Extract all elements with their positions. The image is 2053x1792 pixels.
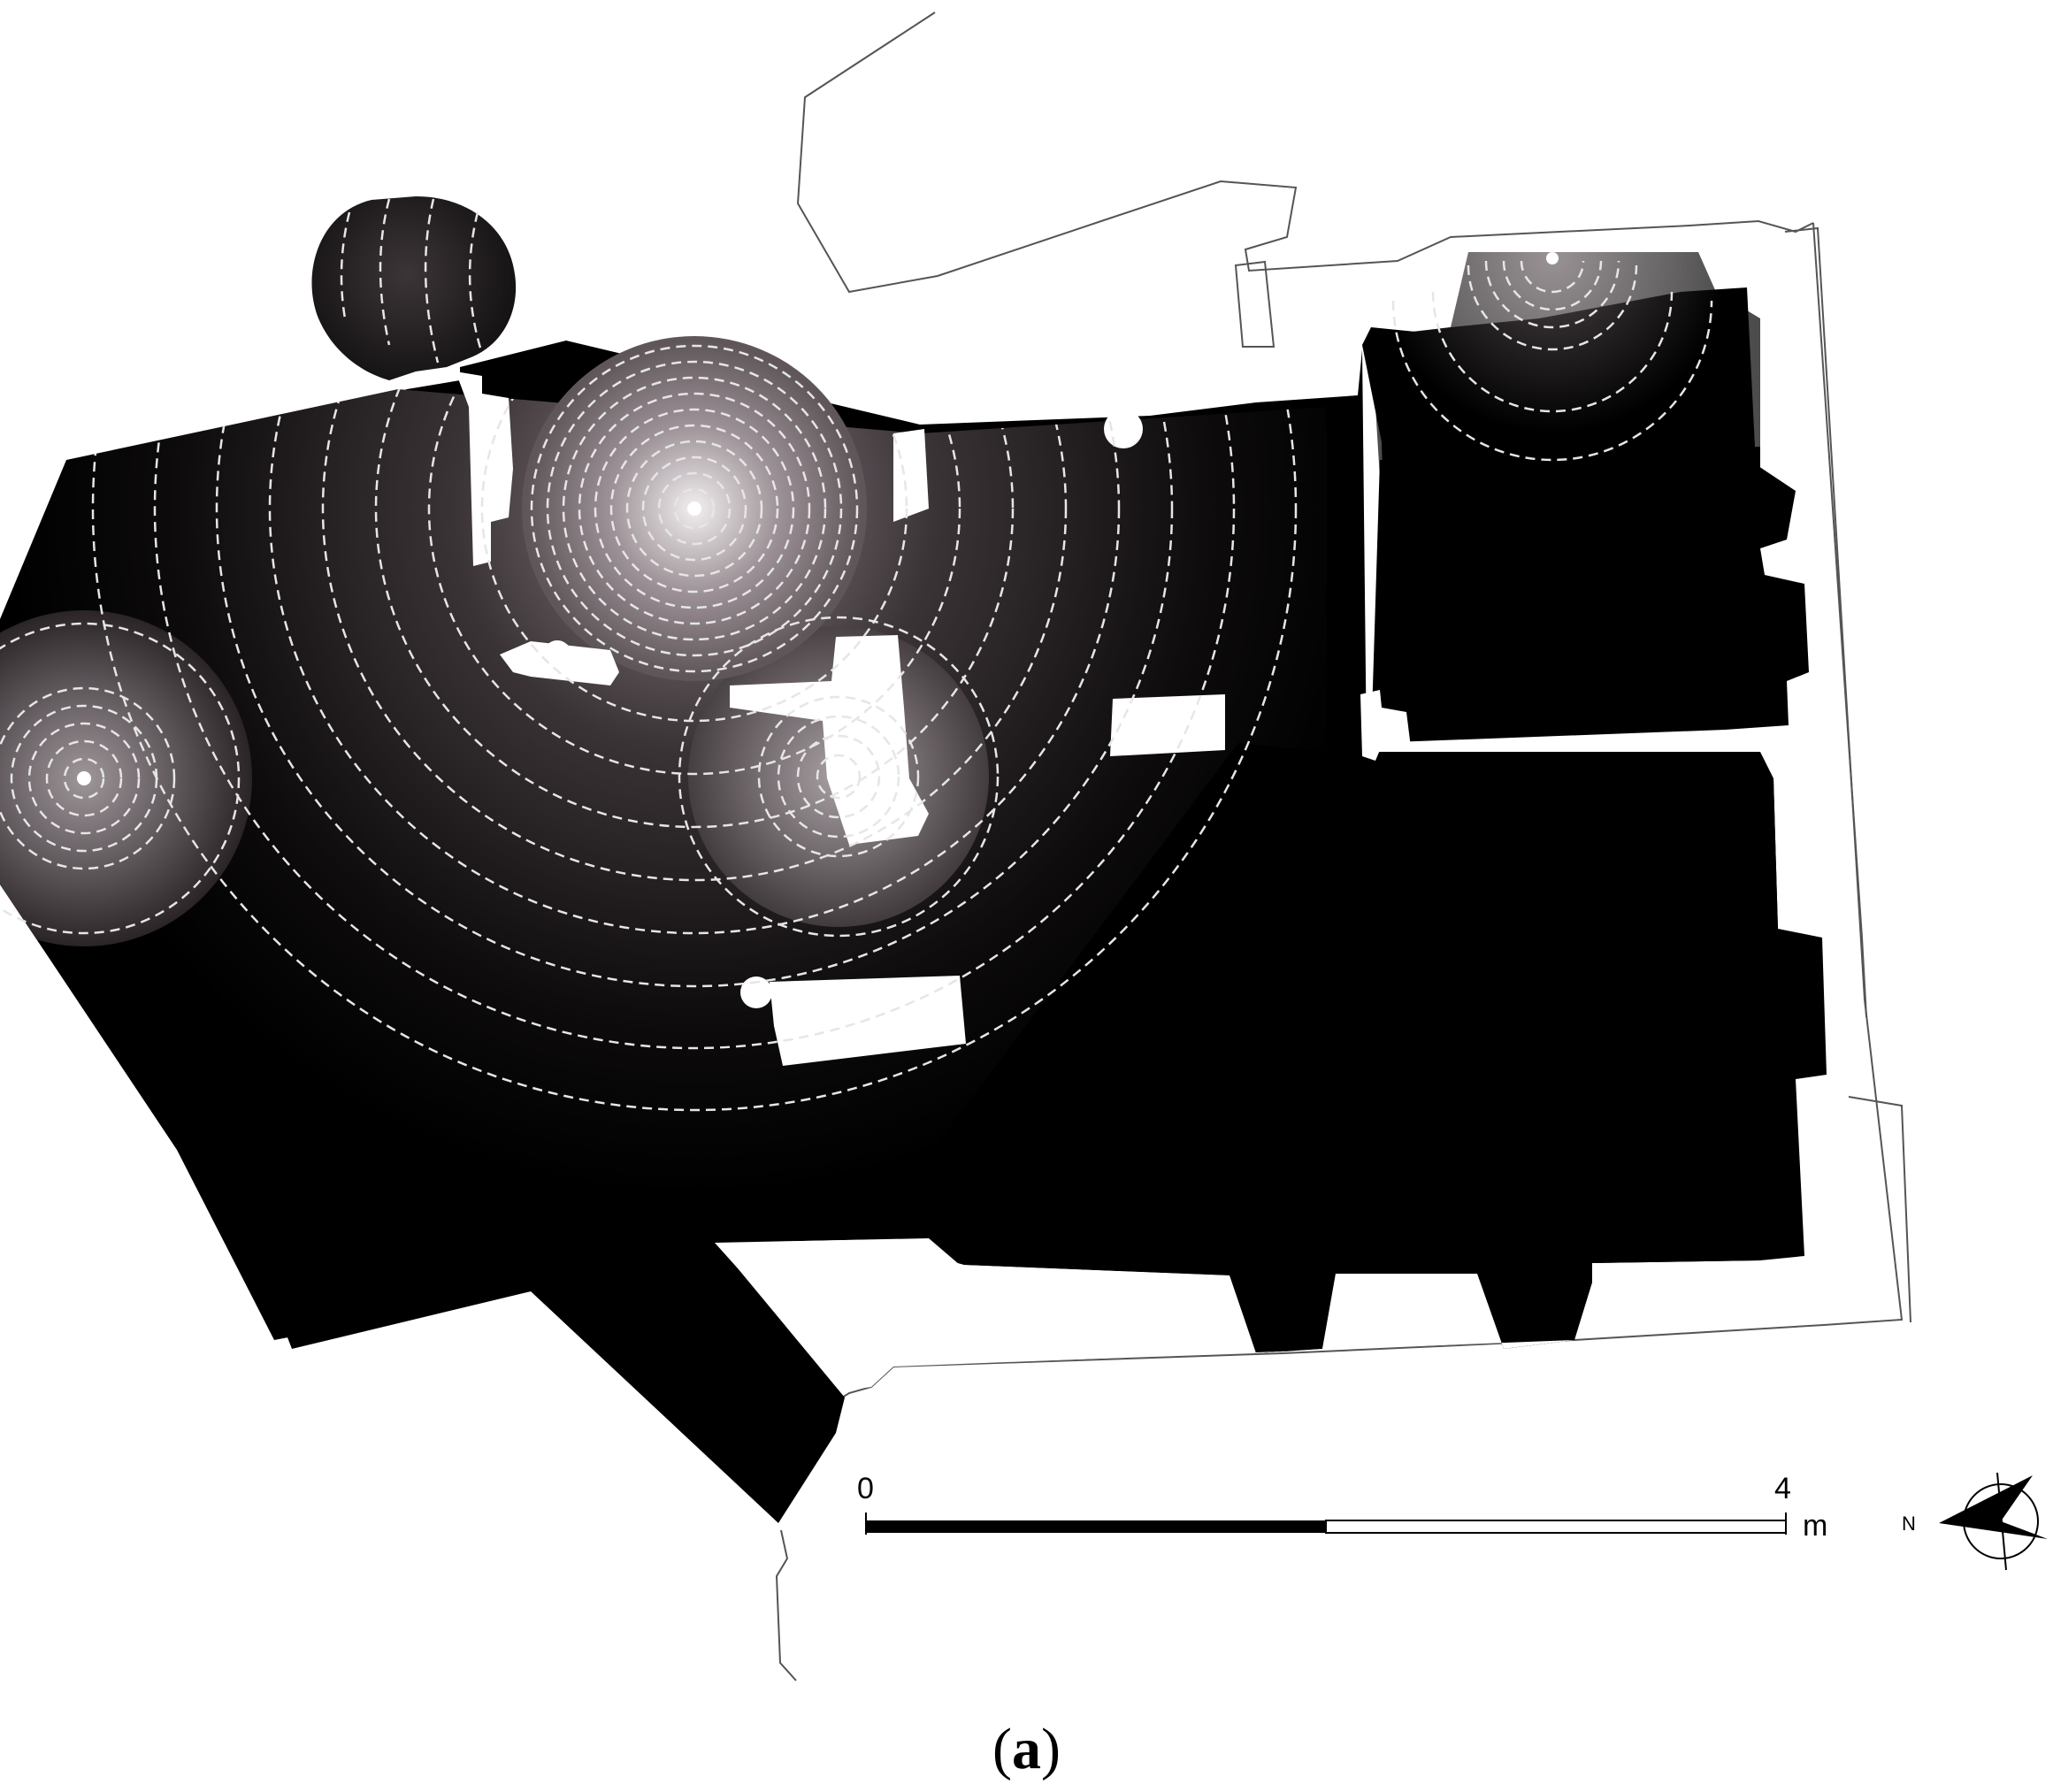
north-label: N bbox=[1902, 1512, 1916, 1535]
side-ring-set bbox=[0, 622, 241, 935]
ring-centers bbox=[77, 252, 1559, 785]
mid-ring-set bbox=[678, 616, 1000, 938]
dashed-contours bbox=[0, 198, 1713, 1112]
caption-letter: a bbox=[1012, 1717, 1041, 1781]
voids bbox=[456, 371, 1574, 1390]
caption-close: ) bbox=[1041, 1717, 1061, 1781]
figure-caption: (a) bbox=[0, 1716, 2053, 1783]
scale-end-label: 4 bbox=[1774, 1472, 1791, 1505]
ball-ring-set bbox=[340, 198, 484, 364]
scale-bar-hollow bbox=[1325, 1520, 1787, 1534]
large-ring-set bbox=[91, 389, 1298, 1112]
caption-open: ( bbox=[992, 1717, 1012, 1781]
top-ring-set bbox=[1391, 260, 1713, 462]
main-ring-set bbox=[530, 344, 859, 673]
north-arrow: N bbox=[1902, 1472, 2048, 1571]
scale-unit-label: m bbox=[1803, 1509, 1827, 1543]
scale-start-label: 0 bbox=[857, 1472, 874, 1505]
scale-bar-solid bbox=[866, 1520, 1326, 1533]
scale-bar: 0 4 m bbox=[857, 1472, 1827, 1543]
north-arrow-icon bbox=[1939, 1475, 2048, 1539]
